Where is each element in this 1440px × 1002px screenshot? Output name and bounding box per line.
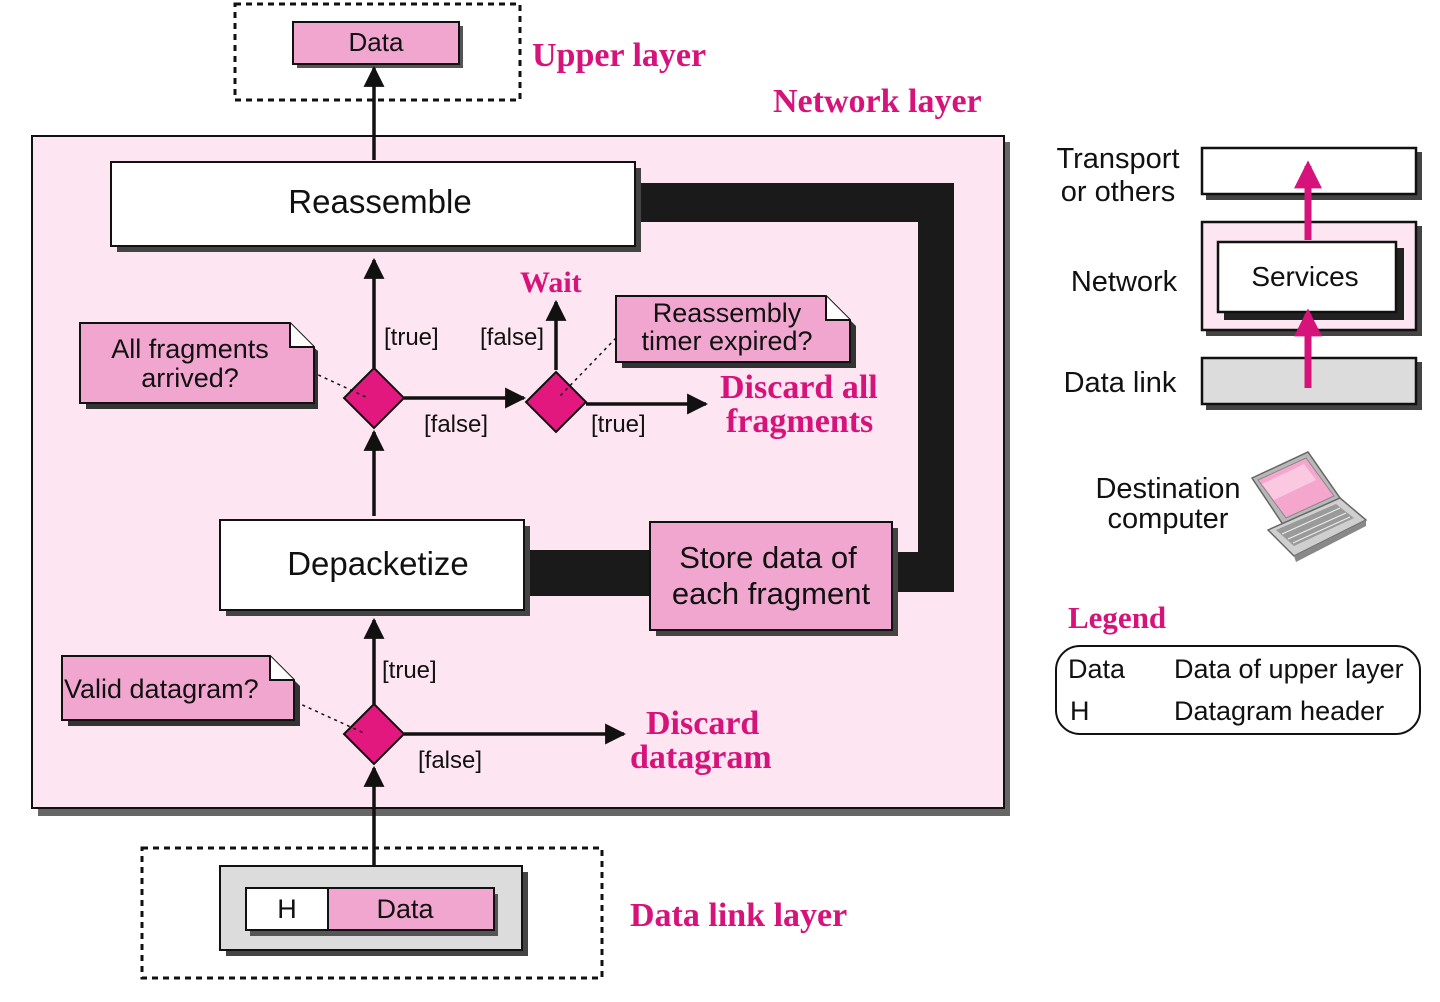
store-data-line1: Store data of: [679, 540, 857, 575]
network-layer-label: Network layer: [773, 83, 982, 120]
reassemble-box: [110, 161, 636, 247]
guard-true-mid: [true]: [591, 411, 646, 438]
timer-decision-diamond: [524, 370, 588, 434]
upper-data-label: Data: [349, 27, 404, 57]
transport-label-line1: Transport: [1056, 143, 1179, 175]
discard-datagram-line2: datagram: [630, 739, 772, 776]
timer-note-line1: Reassembly: [653, 298, 802, 328]
fragments-note: [79, 322, 315, 404]
discard-datagram-line1: Discard: [646, 705, 759, 742]
lower-data-label: Data: [376, 894, 434, 924]
upper-layer-label: Upper layer: [532, 37, 706, 74]
fragments-note-line2: arrived?: [141, 363, 239, 393]
valid-note-label: Valid datagram?: [64, 674, 259, 704]
guard-true-bottom: [true]: [382, 657, 437, 684]
destination-label-line2: computer: [1108, 503, 1229, 535]
legend-box: [1055, 645, 1421, 735]
laptop-icon: [1250, 451, 1368, 562]
transport-label-line2: or others: [1061, 176, 1175, 208]
feedback-band: [640, 183, 954, 592]
legend-term: Data: [1068, 654, 1126, 684]
data-link-stack-label: Data link: [1064, 367, 1177, 399]
discard-all-line2: fragments: [726, 403, 873, 440]
fragments-decision-diamond: [342, 366, 406, 430]
depacketize-label: Depacketize: [287, 545, 469, 582]
fragments-note-line1: All fragments: [111, 334, 269, 364]
header-field: [245, 887, 329, 931]
network-stack-label: Network: [1071, 266, 1178, 298]
legend-desc: Data of upper layer: [1174, 654, 1404, 684]
services-label: Services: [1251, 261, 1358, 292]
timer-note-line2: timer expired?: [641, 326, 812, 356]
data-link-layer-label: Data link layer: [630, 897, 847, 934]
wait-label: Wait: [520, 266, 582, 299]
destination-label-line1: Destination: [1095, 473, 1240, 505]
valid-note: [61, 655, 295, 721]
data-link-layer-region: H Data: [140, 846, 604, 980]
store-data-line2: each fragment: [672, 576, 871, 611]
timer-note: [615, 295, 851, 363]
upper-data-packet: [292, 21, 460, 65]
lower-data-field: [327, 887, 495, 931]
legend-term: H: [1070, 696, 1090, 726]
guard-false-top: [false]: [480, 324, 544, 351]
header-label: H: [277, 894, 297, 924]
legend-title: Legend: [1068, 600, 1166, 635]
depacketize-band: [526, 550, 656, 596]
guard-false-bottom: [false]: [418, 747, 482, 774]
guard-false-mid: [false]: [424, 411, 488, 438]
legend-desc: Datagram header: [1174, 696, 1384, 726]
guard-true-top: [true]: [384, 324, 439, 351]
depacketize-box: [219, 519, 525, 611]
discard-all-line1: Discard all: [720, 369, 878, 406]
services-box: [1216, 240, 1398, 314]
upper-layer-region: Data: [233, 2, 522, 102]
store-data-box: [649, 521, 893, 631]
reassemble-label: Reassemble: [288, 183, 471, 220]
valid-decision-diamond: [342, 702, 406, 766]
